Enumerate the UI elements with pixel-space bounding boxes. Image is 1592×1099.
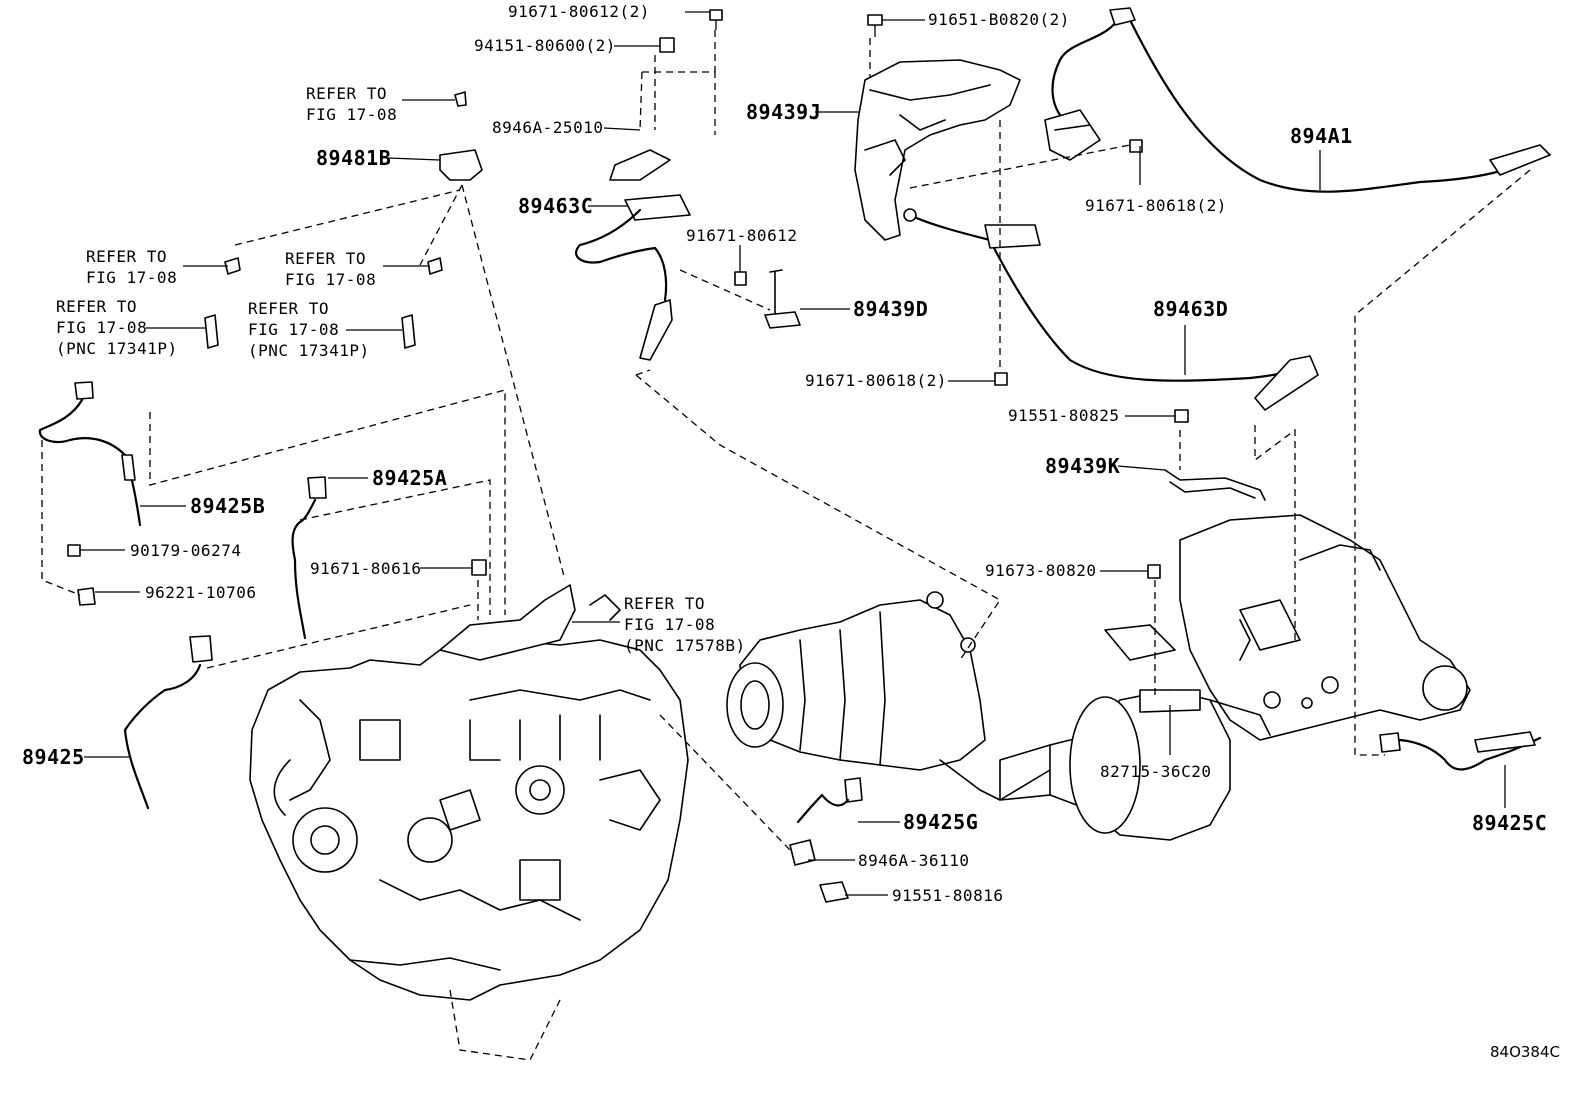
refer-note-6-line1: REFER TO [624, 594, 705, 613]
engine-assembly [249, 584, 689, 1061]
label-89463D[interactable]: 89463D [1153, 297, 1228, 321]
label-89481B[interactable]: 89481B [316, 146, 391, 170]
refer-note-2-line1: REFER TO [86, 247, 167, 266]
label-89439D[interactable]: 89439D [853, 297, 928, 321]
label-94151-80600-2[interactable]: 94151-80600(2) [474, 36, 616, 55]
refer-note-6-line3: (PNC 17578B) [624, 636, 746, 655]
hose-clamps [204, 257, 443, 349]
label-91671-80612-2[interactable]: 91671-80612(2) [508, 2, 650, 21]
refer-note-6-line2: FIG 17-08 [624, 615, 715, 634]
exhaust-filter [999, 514, 1471, 841]
refer-note-4-line2: FIG 17-08 [56, 318, 147, 337]
sensor-89463C [575, 149, 691, 361]
label-91671-80618-2-upper[interactable]: 91671-80618(2) [1085, 196, 1227, 215]
label-89439K[interactable]: 89439K [1045, 454, 1120, 478]
label-89425A[interactable]: 89425A [372, 466, 447, 490]
refer-note-4-line1: REFER TO [56, 297, 137, 316]
label-91671-80616[interactable]: 91671-80616 [310, 559, 421, 578]
sensor-89425B [38, 381, 142, 527]
fasteners [67, 9, 1189, 606]
refer-note-1-line1: REFER TO [306, 84, 387, 103]
refer-note-4-line3: (PNC 17341P) [56, 339, 178, 358]
figure-code: 84O384C [1490, 1043, 1560, 1061]
sensor-89425G [789, 777, 863, 903]
refer-note-5-line1: REFER TO [248, 299, 329, 318]
refer-note-3-line1: REFER TO [285, 249, 366, 268]
label-90179-06274[interactable]: 90179-06274 [130, 541, 241, 560]
label-89425C[interactable]: 89425C [1472, 811, 1547, 835]
label-96221-10706[interactable]: 96221-10706 [145, 583, 256, 602]
label-8946A-36110[interactable]: 8946A-36110 [858, 851, 969, 870]
label-82715-36C20[interactable]: 82715-36C20 [1100, 762, 1211, 781]
label-89425[interactable]: 89425 [22, 745, 85, 769]
refer-notes: REFER TO FIG 17-08 REFER TO FIG 17-08 RE… [56, 84, 746, 655]
refer-note-1-line2: FIG 17-08 [306, 105, 397, 124]
refer-note-5-line2: FIG 17-08 [248, 320, 339, 339]
label-91671-80618-2-lower[interactable]: 91671-80618(2) [805, 371, 947, 390]
label-89463C[interactable]: 89463C [518, 194, 593, 218]
sensor-89425 [123, 635, 213, 810]
label-89439J[interactable]: 89439J [746, 100, 821, 124]
dashed-assembly-lines [41, 30, 1531, 851]
label-91651-B0820-2[interactable]: 91651-B0820(2) [928, 10, 1070, 29]
label-91551-80816[interactable]: 91551-80816 [892, 886, 1003, 905]
label-91671-80612[interactable]: 91671-80612 [686, 226, 797, 245]
sensor-89425C [1379, 731, 1542, 771]
part-labels: 91671-80612(2) 94151-80600(2) 8946A-2501… [22, 2, 1547, 905]
refer-note-5-line3: (PNC 17341P) [248, 341, 370, 360]
label-894A1[interactable]: 894A1 [1290, 124, 1353, 148]
refer-note-3-line2: FIG 17-08 [285, 270, 376, 289]
label-8946A-25010[interactable]: 8946A-25010 [492, 118, 603, 137]
label-91551-80825[interactable]: 91551-80825 [1008, 406, 1119, 425]
label-91673-80820[interactable]: 91673-80820 [985, 561, 1096, 580]
catalytic-converter [726, 591, 1051, 801]
bracket-89439D [764, 269, 801, 329]
sensor-89463D [903, 208, 1319, 411]
sensor-89481B [439, 91, 483, 181]
refer-note-2-line2: FIG 17-08 [86, 268, 177, 287]
label-89425G[interactable]: 89425G [903, 810, 978, 834]
egr-valve-bracket [854, 59, 1021, 241]
sensor-89425A [291, 476, 327, 640]
leader-lines [80, 11, 1506, 896]
label-89425B[interactable]: 89425B [190, 494, 265, 518]
sensor-894A1 [1044, 7, 1551, 193]
bracket-89439K [1164, 469, 1266, 501]
